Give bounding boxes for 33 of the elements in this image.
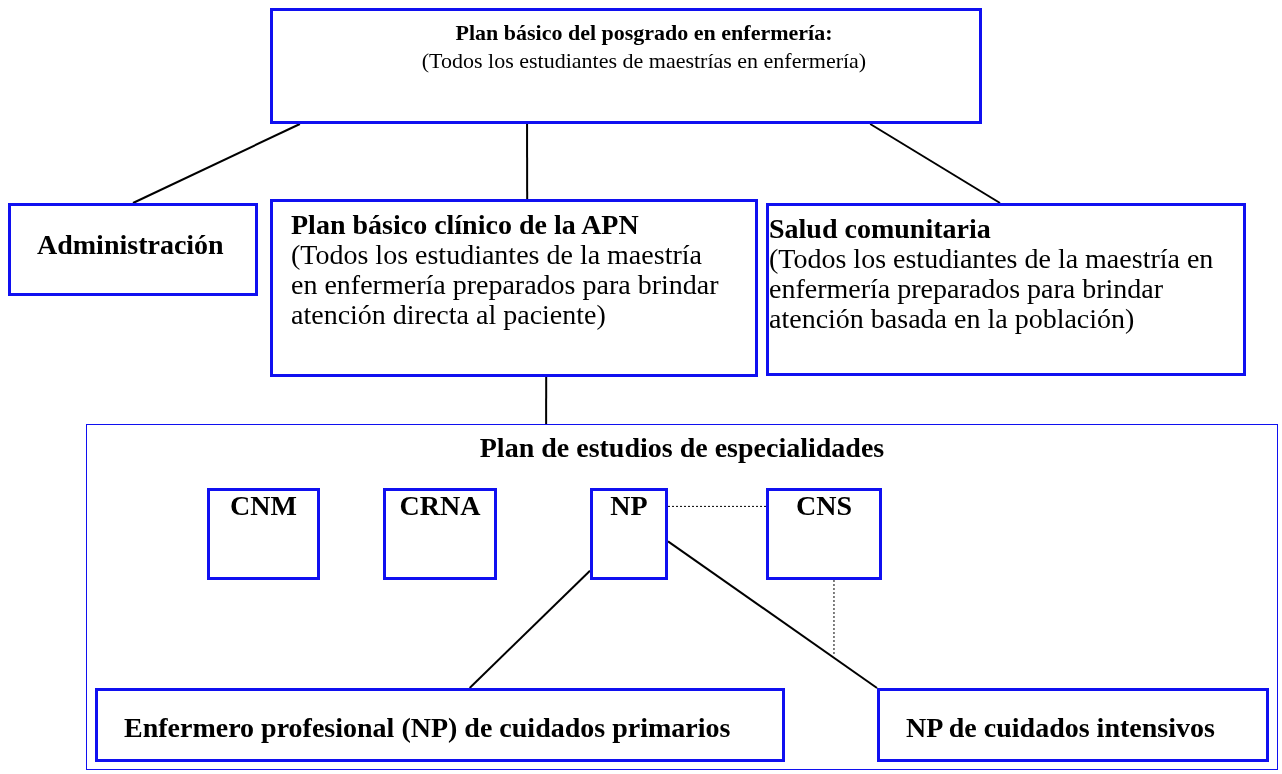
heading: NP [609,491,649,521]
connector-line [526,123,529,200]
heading: Enfermero profesional (NP) de cuidados primarios [124,713,732,743]
text-box [8,203,258,296]
text-box [590,488,668,580]
description-text: (Todos los estudiantes de la maestría en enfermería preparados para brindar atención basada en la población) [769,244,1215,334]
text-box [877,688,1269,762]
heading: CNS [795,491,853,521]
text-box [270,8,982,124]
heading: NP de cuidados intensivos [906,713,1216,743]
connector-line [132,123,301,204]
group-frame [86,424,1278,770]
heading: Salud comunitaria [769,214,992,244]
dotted-connector [667,505,767,507]
text-box [95,688,785,762]
text-box [207,488,320,580]
connector-line [545,376,548,425]
heading: CRNA [398,491,482,521]
description-text: (Todos los estudiantes de maestrías en enfermería) [420,47,868,75]
heading: Plan de estudios de especialidades [478,433,886,463]
dotted-connector [833,579,835,656]
connector-line [667,540,878,689]
heading: Administración [37,230,225,260]
text-box [766,203,1246,376]
connector-line [869,123,1001,204]
heading: CNM [229,491,298,521]
description-text: (Todos los estudiantes de la maestría en enfermería preparados para brindar atención directa al paciente) [291,240,720,330]
heading: Plan básico del posgrado en enfermería: [454,19,834,47]
text-box [766,488,882,580]
connector-line [468,569,591,689]
text-box [383,488,497,580]
heading: Plan básico clínico de la APN [291,210,640,240]
text-box [270,199,758,377]
